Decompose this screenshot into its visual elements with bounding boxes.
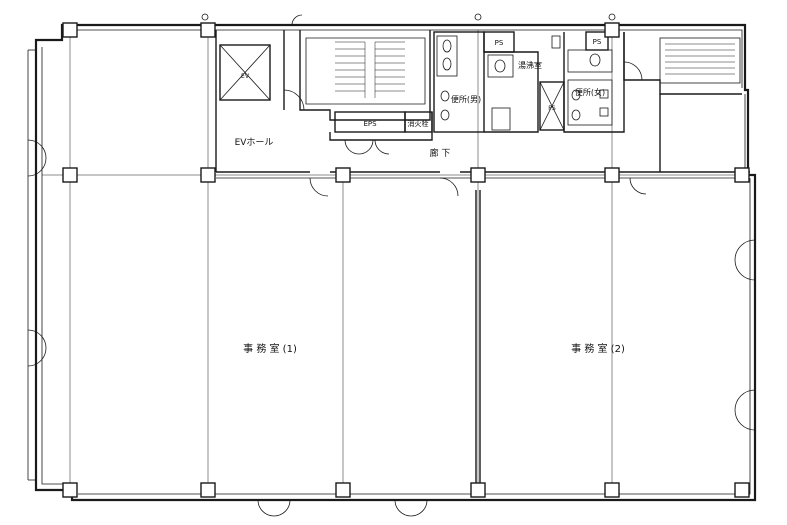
structural-column [62,22,78,38]
stair-treads [335,41,735,98]
eps-label: EPS [363,120,377,128]
structural-column [734,167,750,183]
structural-column [200,167,216,183]
columns [62,22,750,498]
structural-column [604,167,620,183]
wc-men-label: 便所(男) [451,94,481,104]
kitchenette-label: 湯沸室 [518,60,542,70]
ev-label: EV [241,73,250,80]
ev-hall-label: EVホール [235,137,274,148]
ps-right-label: PS [593,38,602,46]
structural-column [62,167,78,183]
structural-column [470,167,486,183]
corridor-label: 廊 下 [430,147,451,159]
structural-column [604,22,620,38]
core-walls [215,30,750,179]
fire-hydrant-label: 消火栓 [408,119,429,128]
doors [27,13,756,517]
structural-column [604,482,620,498]
structural-column [200,482,216,498]
fixtures [440,35,609,121]
structural-column [470,482,486,498]
structural-column [200,22,216,38]
wc-women-label: 便所(女) [575,87,605,97]
exterior-walls [27,23,757,502]
room-labels: 事 務 室 (1) 事 務 室 (2) EVホール 廊 下 EV EPS 消火栓… [235,38,625,355]
ps-top-label: PS [495,39,504,47]
ps-shaft-label: PS [548,105,556,112]
structural-column [335,167,351,183]
office-1-label: 事 務 室 (1) [243,342,297,355]
structural-column [62,482,78,498]
office-partition [475,190,481,488]
structural-column [734,482,750,498]
structural-column [335,482,351,498]
office-2-label: 事 務 室 (2) [571,342,625,355]
grid-lines [42,30,755,494]
